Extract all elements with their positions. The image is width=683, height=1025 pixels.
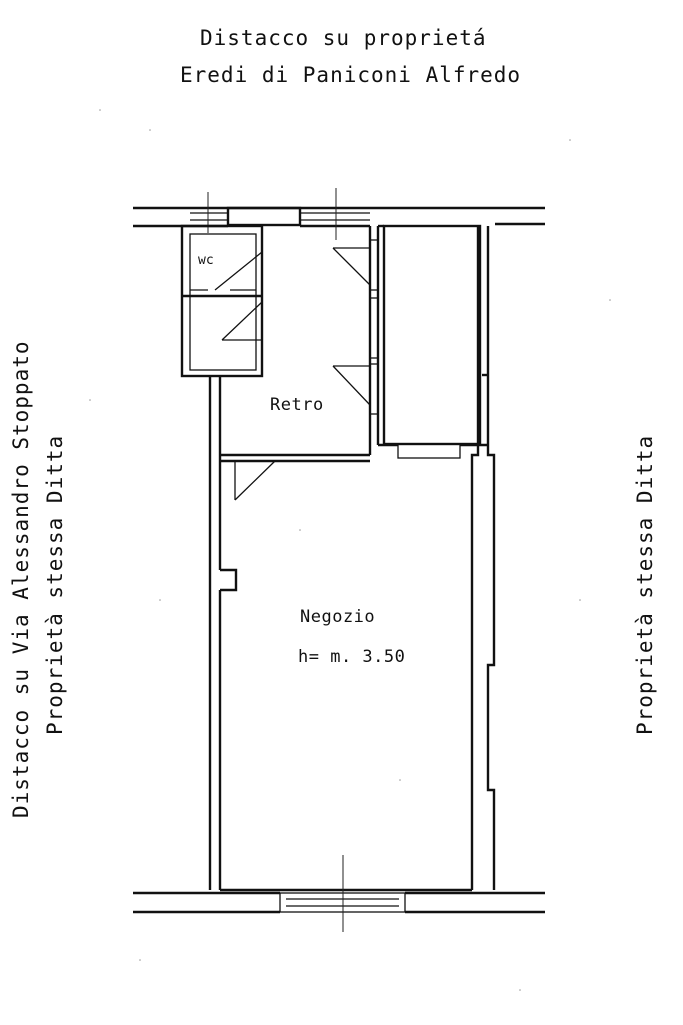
top-label: Distacco su proprietá Eredi di Paniconi … xyxy=(180,26,521,87)
top-middle-window xyxy=(300,188,370,240)
right-label-line1: Proprietà stessa Ditta xyxy=(633,435,657,735)
left-label: Distacco su Via Alessandro Stoppato Prop… xyxy=(9,340,67,818)
top-label-line1: Distacco su proprietá xyxy=(200,26,487,50)
top-label-line2: Eredi di Paniconi Alfredo xyxy=(180,63,521,87)
wc-label: wc xyxy=(198,253,214,268)
bottom-exterior-wall xyxy=(133,855,545,932)
retro-room: Retro xyxy=(208,226,380,580)
negozio-label: Negozio xyxy=(300,607,375,627)
storage-cabinet xyxy=(378,224,488,459)
negozio-height: h= m. 3.50 xyxy=(298,647,405,667)
left-label-line2: Proprietà stessa Ditta xyxy=(43,435,67,735)
top-exterior-wall xyxy=(133,206,545,228)
left-label-line1: Distacco su Via Alessandro Stoppato xyxy=(9,340,33,818)
retro-label: Retro xyxy=(270,395,324,415)
right-label: Proprietà stessa Ditta xyxy=(633,435,657,735)
negozio-room: Negozio h= m. 3.50 xyxy=(208,226,496,892)
scan-speckles xyxy=(89,109,611,991)
retro-door xyxy=(234,460,276,501)
wc-room: wc xyxy=(180,224,264,378)
